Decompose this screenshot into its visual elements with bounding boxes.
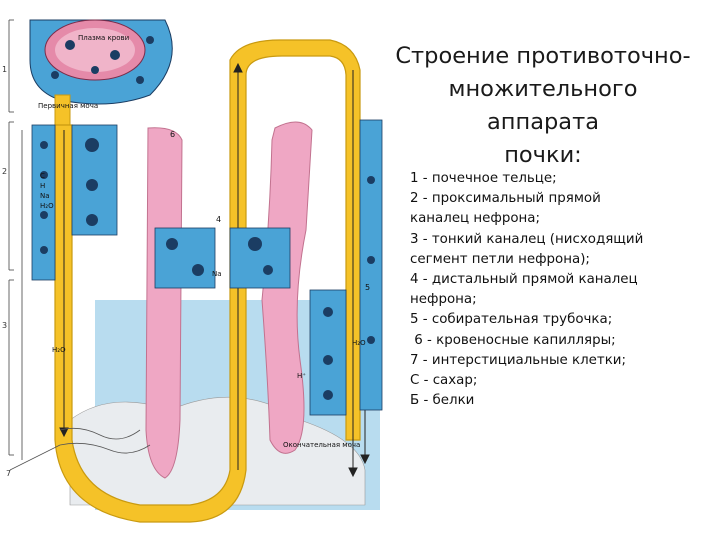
title-line-3: почки: <box>504 142 582 168</box>
capillary-left <box>145 127 183 479</box>
ion-c-label: С <box>40 172 45 180</box>
side-label-2: 2 <box>2 167 7 176</box>
label-5: 5 <box>365 283 370 292</box>
h2o-right-label: Н₂О <box>352 339 366 347</box>
label-4: 4 <box>216 215 221 224</box>
primary-urine-label: Первичная моча <box>38 102 98 110</box>
ion-h-label: Н <box>40 182 45 190</box>
proximal-epithelium <box>31 124 118 281</box>
legend-item: Б - белки <box>410 393 475 409</box>
label-6: 6 <box>170 130 175 139</box>
legend-item: 6 - кровеносные капилляры; <box>410 332 616 348</box>
side-brackets <box>8 19 23 460</box>
legend-item: сегмент петли нефрона); <box>410 251 590 267</box>
h2o-left-label: Н₂О <box>52 346 66 354</box>
legend-item: 2 - проксимальный прямой <box>410 191 601 207</box>
collecting-duct-epithelium <box>309 119 383 416</box>
ion-h2o-label: Н₂О <box>40 202 54 210</box>
legend-list: 1 - почечное тельце; 2 - проксимальный п… <box>410 169 710 411</box>
plasma-label: Плазма крови <box>78 34 129 42</box>
legend-item: 5 - собирательная трубочка; <box>410 312 613 328</box>
na-mid-label: Na <box>212 270 222 278</box>
proximal-tubule <box>54 39 361 523</box>
legend-item: нефрона; <box>410 292 477 308</box>
interstitial-cells <box>9 427 151 471</box>
legend-item: 4 - дистальный прямой каналец <box>410 272 638 288</box>
final-urine-label: Окончательная моча <box>283 441 360 449</box>
ion-na-label: Na <box>40 192 50 200</box>
h-plus-label: Н⁺ <box>297 372 306 380</box>
nephron-diagram: 1 2 3 7 Плазма крови Первичная моча С Н … <box>2 19 383 523</box>
legend-item: 7 - интерстициальные клетки; <box>410 352 627 368</box>
renal-corpuscle <box>29 19 173 105</box>
legend-item: С - сахар; <box>410 373 478 389</box>
thin-limb-epithelium <box>154 227 291 289</box>
side-label-3: 3 <box>2 321 7 330</box>
side-label-7: 7 <box>6 469 11 478</box>
title-line-2: множительного аппарата <box>448 76 638 135</box>
primary-urine-duct <box>54 94 71 126</box>
page-title: Строение противоточно- множительного апп… <box>393 40 693 172</box>
side-label-1: 1 <box>2 65 7 74</box>
legend-item: 3 - тонкий каналец (нисходящий <box>410 231 644 247</box>
legend-item: 1 - почечное тельце; <box>410 171 557 186</box>
title-line-1: Строение противоточно- <box>395 43 691 69</box>
legend-item: каналец нефрона; <box>410 211 541 227</box>
